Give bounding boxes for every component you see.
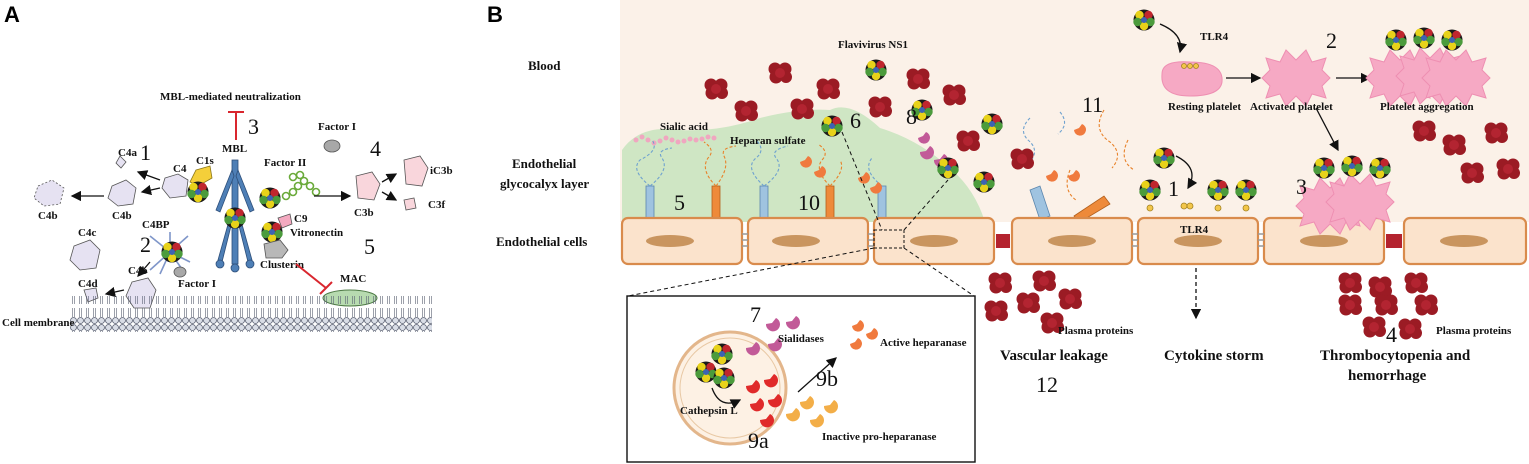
vitronectin-label: Vitronectin	[290, 227, 343, 239]
endothelial-cells	[620, 216, 1528, 266]
zoom-region	[873, 229, 905, 249]
factor-i-shape	[323, 139, 341, 153]
c3b-label: C3b	[354, 207, 374, 219]
c4b-mid-label: C4b	[112, 210, 132, 222]
step-a4: 4	[370, 136, 381, 161]
cathepsin-inset	[745, 374, 782, 428]
tlr4-cell-label: TLR4	[1180, 224, 1209, 236]
step-b3: 3	[1296, 174, 1307, 199]
panel-a-diagram: MBL-mediated neutralization C4a C4 C1s C…	[2, 91, 453, 332]
c3f-label: C3f	[428, 199, 445, 211]
proheparanase-inset	[785, 396, 838, 428]
factor-i-label: Factor I	[318, 121, 356, 133]
c3f-shape	[403, 197, 417, 211]
vascular-leakage-label: Vascular leakage	[1000, 348, 1108, 364]
factor-ii-label: Factor II	[264, 157, 306, 169]
active-heparanase-inset	[850, 320, 878, 350]
step-b1: 1	[1168, 176, 1179, 201]
blood-label: Blood	[528, 58, 561, 73]
inactive-proheparanase-label: Inactive pro-heparanase	[822, 431, 936, 443]
cytokine-storm-label: Cytokine storm	[1164, 348, 1264, 364]
c4-shape	[161, 173, 189, 199]
glycan-chains	[636, 109, 1135, 201]
c4b-low-label: C4b	[128, 265, 148, 277]
factor-i-low-shape	[173, 266, 187, 278]
c4d-label: C4d	[78, 278, 98, 290]
glycocalyx-label-1: Endothelial	[512, 156, 577, 171]
c9-shape	[277, 213, 293, 229]
mbl-inhibition-mark	[228, 111, 244, 140]
c4b-left-label: C4b	[38, 210, 58, 222]
step-b12: 12	[1036, 372, 1058, 397]
step-b7: 7	[750, 302, 761, 327]
resting-platelet-label: Resting platelet	[1168, 101, 1241, 113]
step-b5: 5	[674, 190, 685, 215]
step-b10: 10	[798, 190, 820, 215]
c4a-shape	[115, 155, 127, 169]
step-a5: 5	[364, 234, 375, 259]
c3b-shape	[355, 171, 381, 201]
heparanase-fragments	[800, 124, 1086, 194]
panel-b-label: B	[487, 2, 503, 27]
activated-platelet-label: Activated platelet	[1250, 101, 1333, 113]
step-b11: 11	[1082, 92, 1103, 117]
c1s-label: C1s	[196, 155, 214, 167]
c4-label: C4	[173, 163, 187, 175]
plasma-proteins-right: Plasma proteins	[1436, 325, 1512, 337]
sialidases-inset	[745, 316, 800, 356]
endothelial-cells-label: Endothelial cells	[496, 234, 587, 249]
step-b9b: 9b	[816, 366, 838, 391]
factor-i-low-label: Factor I	[178, 278, 216, 290]
clusterin-label: Clusterin	[260, 259, 304, 271]
c4c-label: C4c	[78, 227, 96, 239]
c4a-label: C4a	[118, 147, 137, 159]
c4c-shape	[69, 239, 101, 271]
step-b4: 4	[1386, 322, 1397, 347]
platelet-aggregation-label: Platelet aggregation	[1380, 101, 1474, 113]
step-b8: 8	[906, 104, 917, 129]
clusterin-shape	[263, 239, 289, 259]
cell-membrane	[70, 296, 432, 332]
c4b-mid-shape	[107, 179, 137, 207]
mac-label: MAC	[340, 273, 366, 285]
thrombocytopenia-label-1: Thrombocytopenia and	[1320, 348, 1471, 364]
thrombocytopenia-label-2: hemorrhage	[1348, 368, 1427, 384]
c4bp-label: C4BP	[142, 219, 170, 231]
sialic-acid-chain	[633, 134, 717, 146]
tlr4-top-label: TLR4	[1200, 31, 1229, 43]
cell-membrane-label: Cell membrane	[2, 317, 75, 329]
endosome	[672, 330, 788, 446]
sialidases-label: Sialidases	[778, 333, 825, 345]
mbl-neutralization-title: MBL-mediated neutralization	[160, 91, 301, 103]
ns1-label: Flavivirus NS1	[838, 39, 908, 51]
resting-platelet	[1161, 61, 1223, 97]
active-heparanase-label: Active heparanase	[880, 337, 967, 349]
cathepsin-l-label: Cathepsin L	[680, 405, 738, 417]
panel-a-label: A	[4, 2, 20, 27]
ic3b-shape	[403, 155, 429, 187]
plasma-proteins-left: Plasma proteins	[1058, 325, 1134, 337]
mac-inhibition-mark	[295, 263, 333, 295]
ic3b-label: iC3b	[430, 165, 453, 177]
panel-b-diagram: Blood Endothelial glycocalyx layer Endot…	[496, 0, 1529, 463]
step-a2: 2	[140, 232, 151, 257]
sialic-acid-label: Sialic acid	[660, 121, 708, 133]
heparan-sulfate-label: Heparan sulfate	[730, 135, 806, 147]
tlr4-receptors	[1146, 202, 1250, 212]
step-a3: 3	[248, 114, 259, 139]
glycocalyx-label-2: glycocalyx layer	[500, 176, 589, 191]
c4b-left-shape	[33, 179, 65, 207]
step-b6: 6	[850, 108, 861, 133]
step-b9a: 9a	[748, 428, 769, 453]
c9-label: C9	[294, 213, 308, 225]
mbl-label: MBL	[222, 143, 247, 155]
step-a1: 1	[140, 140, 151, 165]
factor-ii-shape	[281, 170, 321, 201]
step-b2: 2	[1326, 28, 1337, 53]
c1s-shape	[189, 165, 213, 187]
